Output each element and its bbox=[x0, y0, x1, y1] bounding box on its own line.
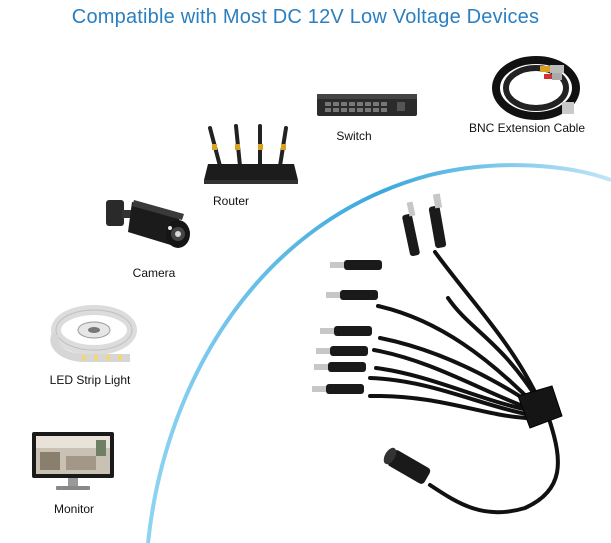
device-label-router: Router bbox=[212, 194, 250, 208]
device-label-led-strip: LED Strip Light bbox=[49, 373, 131, 387]
security-camera-icon bbox=[106, 200, 190, 248]
network-switch-icon bbox=[317, 94, 417, 116]
headline: Compatible with Most DC 12V Low Voltage … bbox=[71, 6, 540, 28]
dc-splitter-cable-icon bbox=[312, 193, 563, 515]
wifi-router-icon bbox=[204, 124, 298, 184]
led-strip-reel-icon bbox=[50, 305, 137, 362]
bnc-cable-coil-icon bbox=[492, 56, 580, 120]
device-label-camera: Camera bbox=[132, 266, 176, 280]
device-label-monitor: Monitor bbox=[53, 502, 94, 516]
device-label-switch: Switch bbox=[336, 129, 372, 143]
monitor-icon bbox=[32, 432, 114, 490]
device-label-bnc-cable: BNC Extension Cable bbox=[468, 121, 586, 135]
